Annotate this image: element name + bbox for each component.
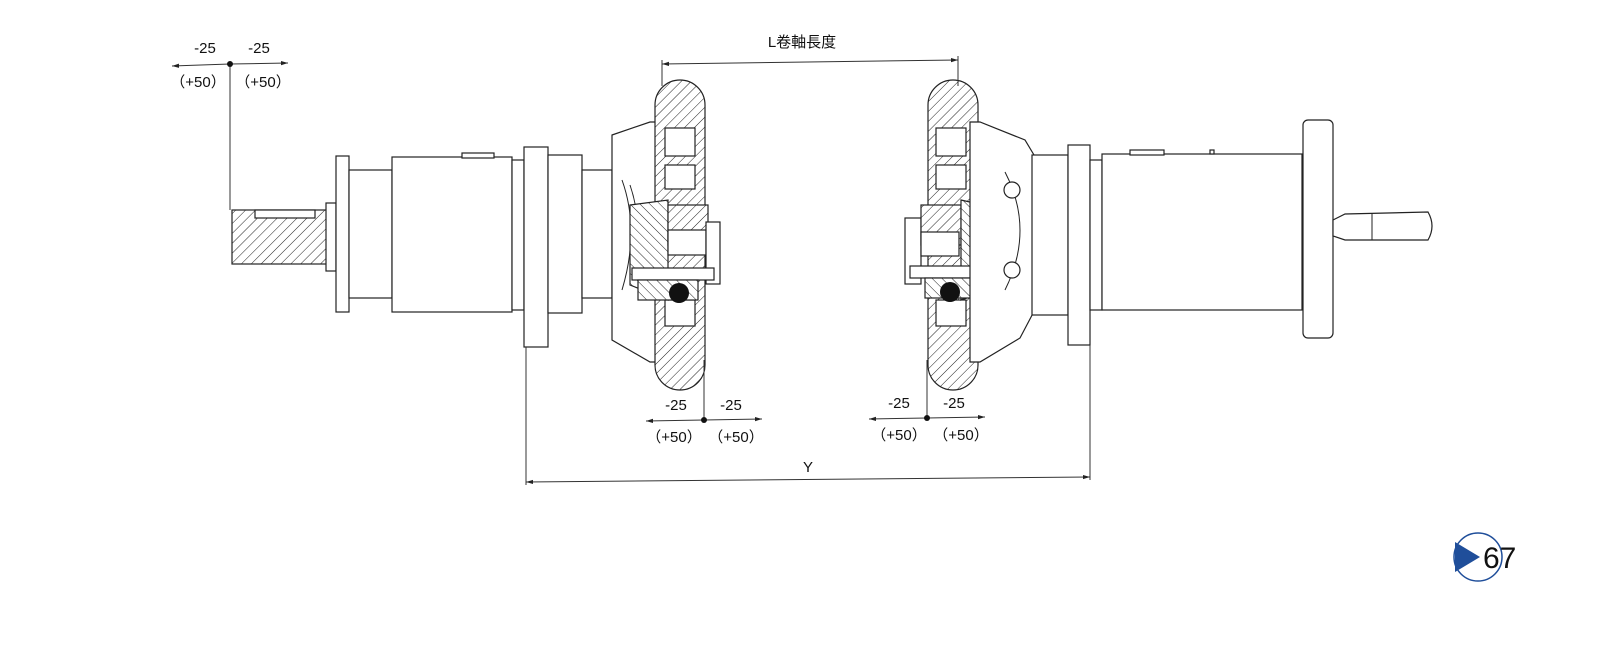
tolerance-top-left: -25 -25 （+50） （+50）: [170, 40, 291, 210]
right-bell-cover: [969, 121, 1041, 363]
tolerance-value: -25: [665, 397, 687, 414]
right-end-disc: [1302, 119, 1334, 339]
tolerance-alt: （+50）: [933, 427, 988, 444]
left-chuck-assembly: [231, 79, 721, 391]
left-shaft: [231, 209, 335, 265]
right-housing: [1101, 153, 1303, 311]
right-large-flange: [1067, 144, 1091, 346]
tolerance-alt: （+50）: [871, 427, 926, 444]
left-flange-plate: [335, 155, 350, 313]
tolerance-value: -25: [248, 40, 270, 57]
left-large-flange: [523, 146, 549, 348]
right-handle: [1332, 211, 1433, 241]
tolerance-value: -25: [943, 395, 965, 412]
left-housing: [391, 156, 513, 313]
tolerance-value: -25: [888, 395, 910, 412]
tolerance-bottom-left: -25 -25 （+50） （+50）: [645, 360, 764, 446]
page-number: 67: [1483, 542, 1516, 575]
page-number-badge: 67: [1453, 532, 1516, 582]
overall-label: Y: [803, 459, 813, 476]
tolerance-value: -25: [194, 40, 216, 57]
length-dimension: L卷軸長度: [661, 34, 959, 86]
right-ball-bearing: [940, 282, 960, 302]
tolerance-bottom-right: -25 -25 （+50） （+50）: [868, 360, 989, 444]
overall-dimension: Y: [525, 345, 1091, 485]
tolerance-alt: （+50）: [646, 429, 701, 446]
tolerance-alt: （+50）: [708, 429, 763, 446]
right-chuck-assembly: [904, 79, 1433, 391]
tolerance-alt: （+50）: [170, 74, 225, 91]
tolerance-value: -25: [720, 397, 742, 414]
left-ball-bearing: [669, 283, 689, 303]
tolerance-alt: （+50）: [235, 74, 290, 91]
length-label: L卷軸長度: [768, 34, 836, 51]
play-arrow-icon: [1455, 542, 1480, 572]
